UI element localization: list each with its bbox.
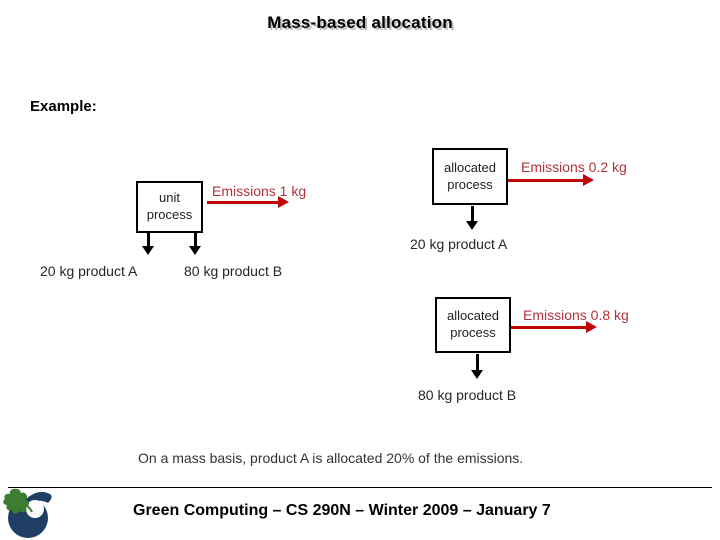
unit-output-a-label: 20 kg product A	[40, 263, 138, 279]
unit-output-a-arrow	[142, 233, 154, 255]
footer-course-line: Green Computing – CS 290N – Winter 2009 …	[133, 502, 551, 519]
unit-output-b-arrow	[189, 233, 201, 255]
footer-divider	[8, 487, 712, 488]
slide-title: Mass-based allocation	[267, 13, 453, 32]
oak-leaf-acorn-logo-icon	[3, 488, 52, 538]
arrow-shaft	[471, 206, 474, 222]
unit-process-box: unit process	[136, 181, 203, 233]
arrow-shaft	[476, 354, 479, 371]
arrow-head	[278, 196, 289, 208]
allocated-b-output-label: 80 kg product B	[418, 387, 517, 403]
allocated-b-emissions-label: Emissions 0.8 kg	[523, 307, 629, 323]
arrow-shaft	[207, 201, 280, 204]
arrow-head	[583, 174, 594, 186]
arrow-head	[466, 221, 478, 230]
allocated-process-a-box-label: allocated process	[443, 159, 497, 192]
allocated-a-emissions-label: Emissions 0.2 kg	[521, 159, 627, 175]
conclusion-text: On a mass basis, product A is allocated …	[138, 450, 524, 466]
arrow-shaft	[194, 233, 197, 247]
arrow-head	[189, 246, 201, 255]
allocated-a-output-label: 20 kg product A	[410, 236, 508, 252]
arrow-head	[471, 370, 483, 379]
arrow-head	[142, 246, 154, 255]
unit-process-emissions-label: Emissions 1 kg	[212, 183, 307, 199]
allocated-process-b-box-label: allocated process	[446, 308, 500, 340]
unit-process-box-label: unit process	[146, 190, 193, 222]
allocated-b-emissions-arrow	[511, 321, 597, 333]
arrow-shaft	[511, 326, 588, 329]
allocated-a-output-arrow	[466, 206, 478, 230]
unit-process-emissions-arrow	[207, 196, 289, 208]
unit-output-b-label: 80 kg product B	[184, 263, 283, 279]
arrow-shaft	[147, 233, 150, 247]
allocated-process-b-box: allocated process	[435, 297, 511, 353]
arrow-head	[586, 321, 597, 333]
arrow-shaft	[508, 179, 585, 182]
example-label: Example:	[30, 98, 97, 115]
allocated-b-output-arrow	[471, 354, 483, 379]
allocated-process-a-box: allocated process	[432, 148, 508, 205]
allocated-a-emissions-arrow	[508, 174, 594, 186]
